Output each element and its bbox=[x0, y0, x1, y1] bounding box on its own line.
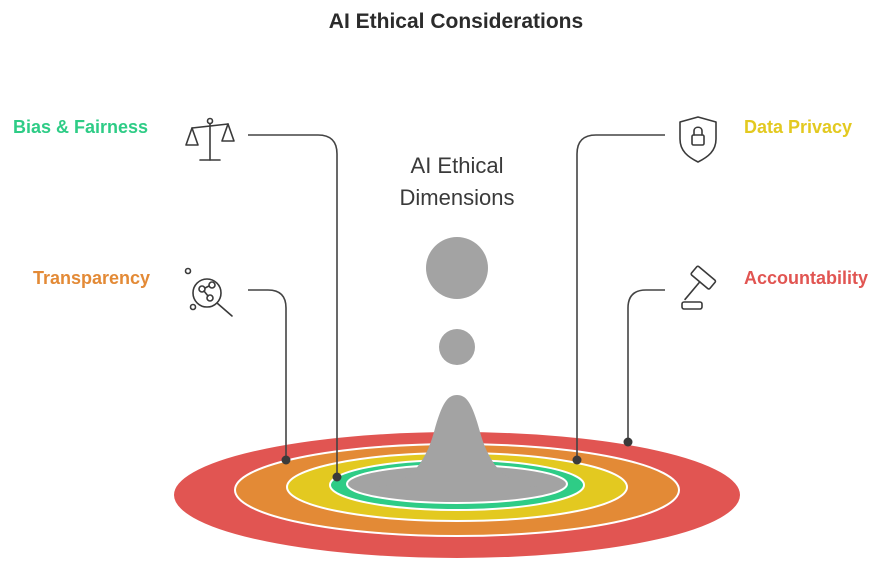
splash-peak bbox=[372, 395, 542, 487]
connector-dot-accountability bbox=[623, 437, 633, 447]
connector-dot-transparency bbox=[281, 455, 291, 465]
connector-bias bbox=[248, 134, 338, 477]
droplet-small bbox=[439, 329, 475, 365]
connectors bbox=[248, 134, 665, 482]
connector-dot-bias bbox=[332, 472, 342, 482]
page-title: AI Ethical Considerations bbox=[329, 10, 583, 33]
gavel-icon bbox=[681, 265, 717, 310]
center-label-line1: AI Ethical bbox=[411, 153, 504, 178]
label-bias-fairness: Bias & Fairness bbox=[13, 117, 148, 137]
ripple-rings bbox=[172, 430, 742, 560]
shield-lock-icon bbox=[679, 116, 717, 163]
droplet-large bbox=[426, 237, 488, 299]
scales-icon bbox=[185, 117, 235, 161]
connector-accountability bbox=[627, 289, 665, 442]
label-data-privacy: Data Privacy bbox=[744, 117, 852, 137]
magnifier-network-icon bbox=[184, 267, 233, 317]
connector-transparency bbox=[248, 289, 287, 460]
connector-privacy bbox=[576, 134, 665, 460]
label-transparency: Transparency bbox=[33, 268, 150, 288]
center-label-line2: Dimensions bbox=[400, 185, 515, 210]
label-accountability: Accountability bbox=[744, 268, 868, 288]
connector-dot-privacy bbox=[572, 455, 582, 465]
